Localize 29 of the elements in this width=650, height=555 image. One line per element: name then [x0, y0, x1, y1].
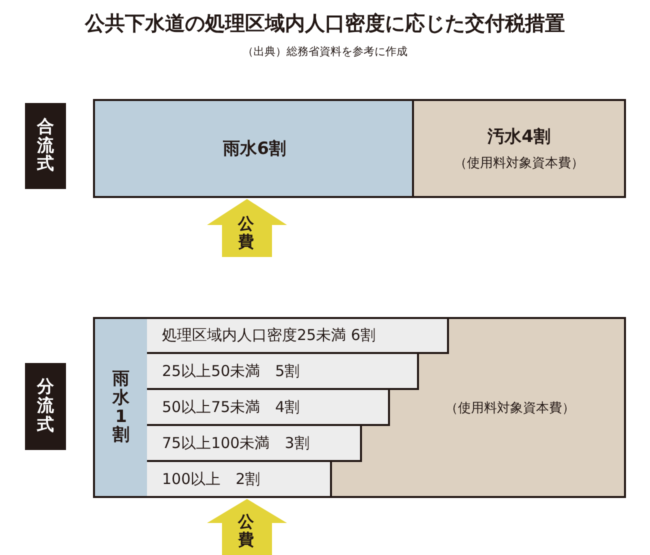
caption: （出典）総務省資料を参考に作成 — [242, 44, 408, 60]
share-label: 雨水1割 — [112, 370, 130, 445]
method-label — [25, 363, 66, 450]
stormwater-column — [95, 319, 149, 496]
density-tier-bar — [147, 424, 362, 462]
share-label: 汚水4割 — [488, 126, 550, 148]
arrow-label: 公費 — [238, 215, 254, 250]
share-label: 雨水6割 — [223, 138, 286, 160]
sewage-box — [412, 99, 626, 198]
tier-label: 100以上 2割 — [162, 470, 260, 488]
up-block-arrow — [207, 199, 287, 257]
method-label — [25, 103, 66, 189]
cost-note: （使用料対象資本費） — [454, 155, 584, 172]
up-block-arrow — [207, 499, 287, 555]
tier-label: 50以上75未満 4割 — [162, 398, 300, 416]
tier-label: 処理区域内人口密度25未満 6割 — [162, 326, 376, 345]
density-tier-bar — [147, 352, 419, 390]
tier-label: 75以上100未満 3割 — [162, 434, 310, 452]
tier-label: 25以上50未満 5割 — [162, 362, 300, 380]
title: 公共下水道の処理区域内人口密度に応じた交付税措置 — [84, 10, 566, 36]
stormwater-box — [93, 99, 414, 198]
method-name: 合流式 — [37, 118, 54, 174]
density-tier-bar — [147, 317, 449, 354]
sewage-area — [93, 317, 626, 498]
cost-note: （使用料対象資本費） — [444, 400, 576, 417]
arrow-label: 公費 — [238, 513, 254, 548]
method-name: 分流式 — [37, 378, 54, 435]
density-tier-bar — [147, 388, 390, 426]
density-tier-bar — [147, 460, 332, 498]
